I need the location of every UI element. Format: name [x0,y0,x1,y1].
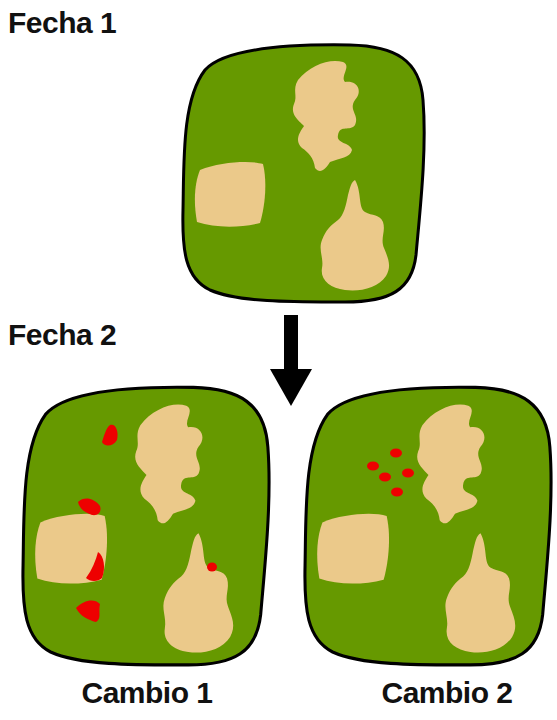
arrow-head [270,369,312,406]
date-label: Cambio 1 [81,676,212,709]
map-change1 [23,387,269,665]
change-spots-1 [76,425,217,622]
change-spots-2 [367,449,414,497]
map-date1 [183,45,424,302]
date-label: Cambio 2 [381,676,512,709]
map-change2 [305,387,551,665]
date-label: Fecha 1 [8,6,116,39]
arrow-shaft [284,315,298,371]
date-label: Fecha 2 [8,318,116,351]
